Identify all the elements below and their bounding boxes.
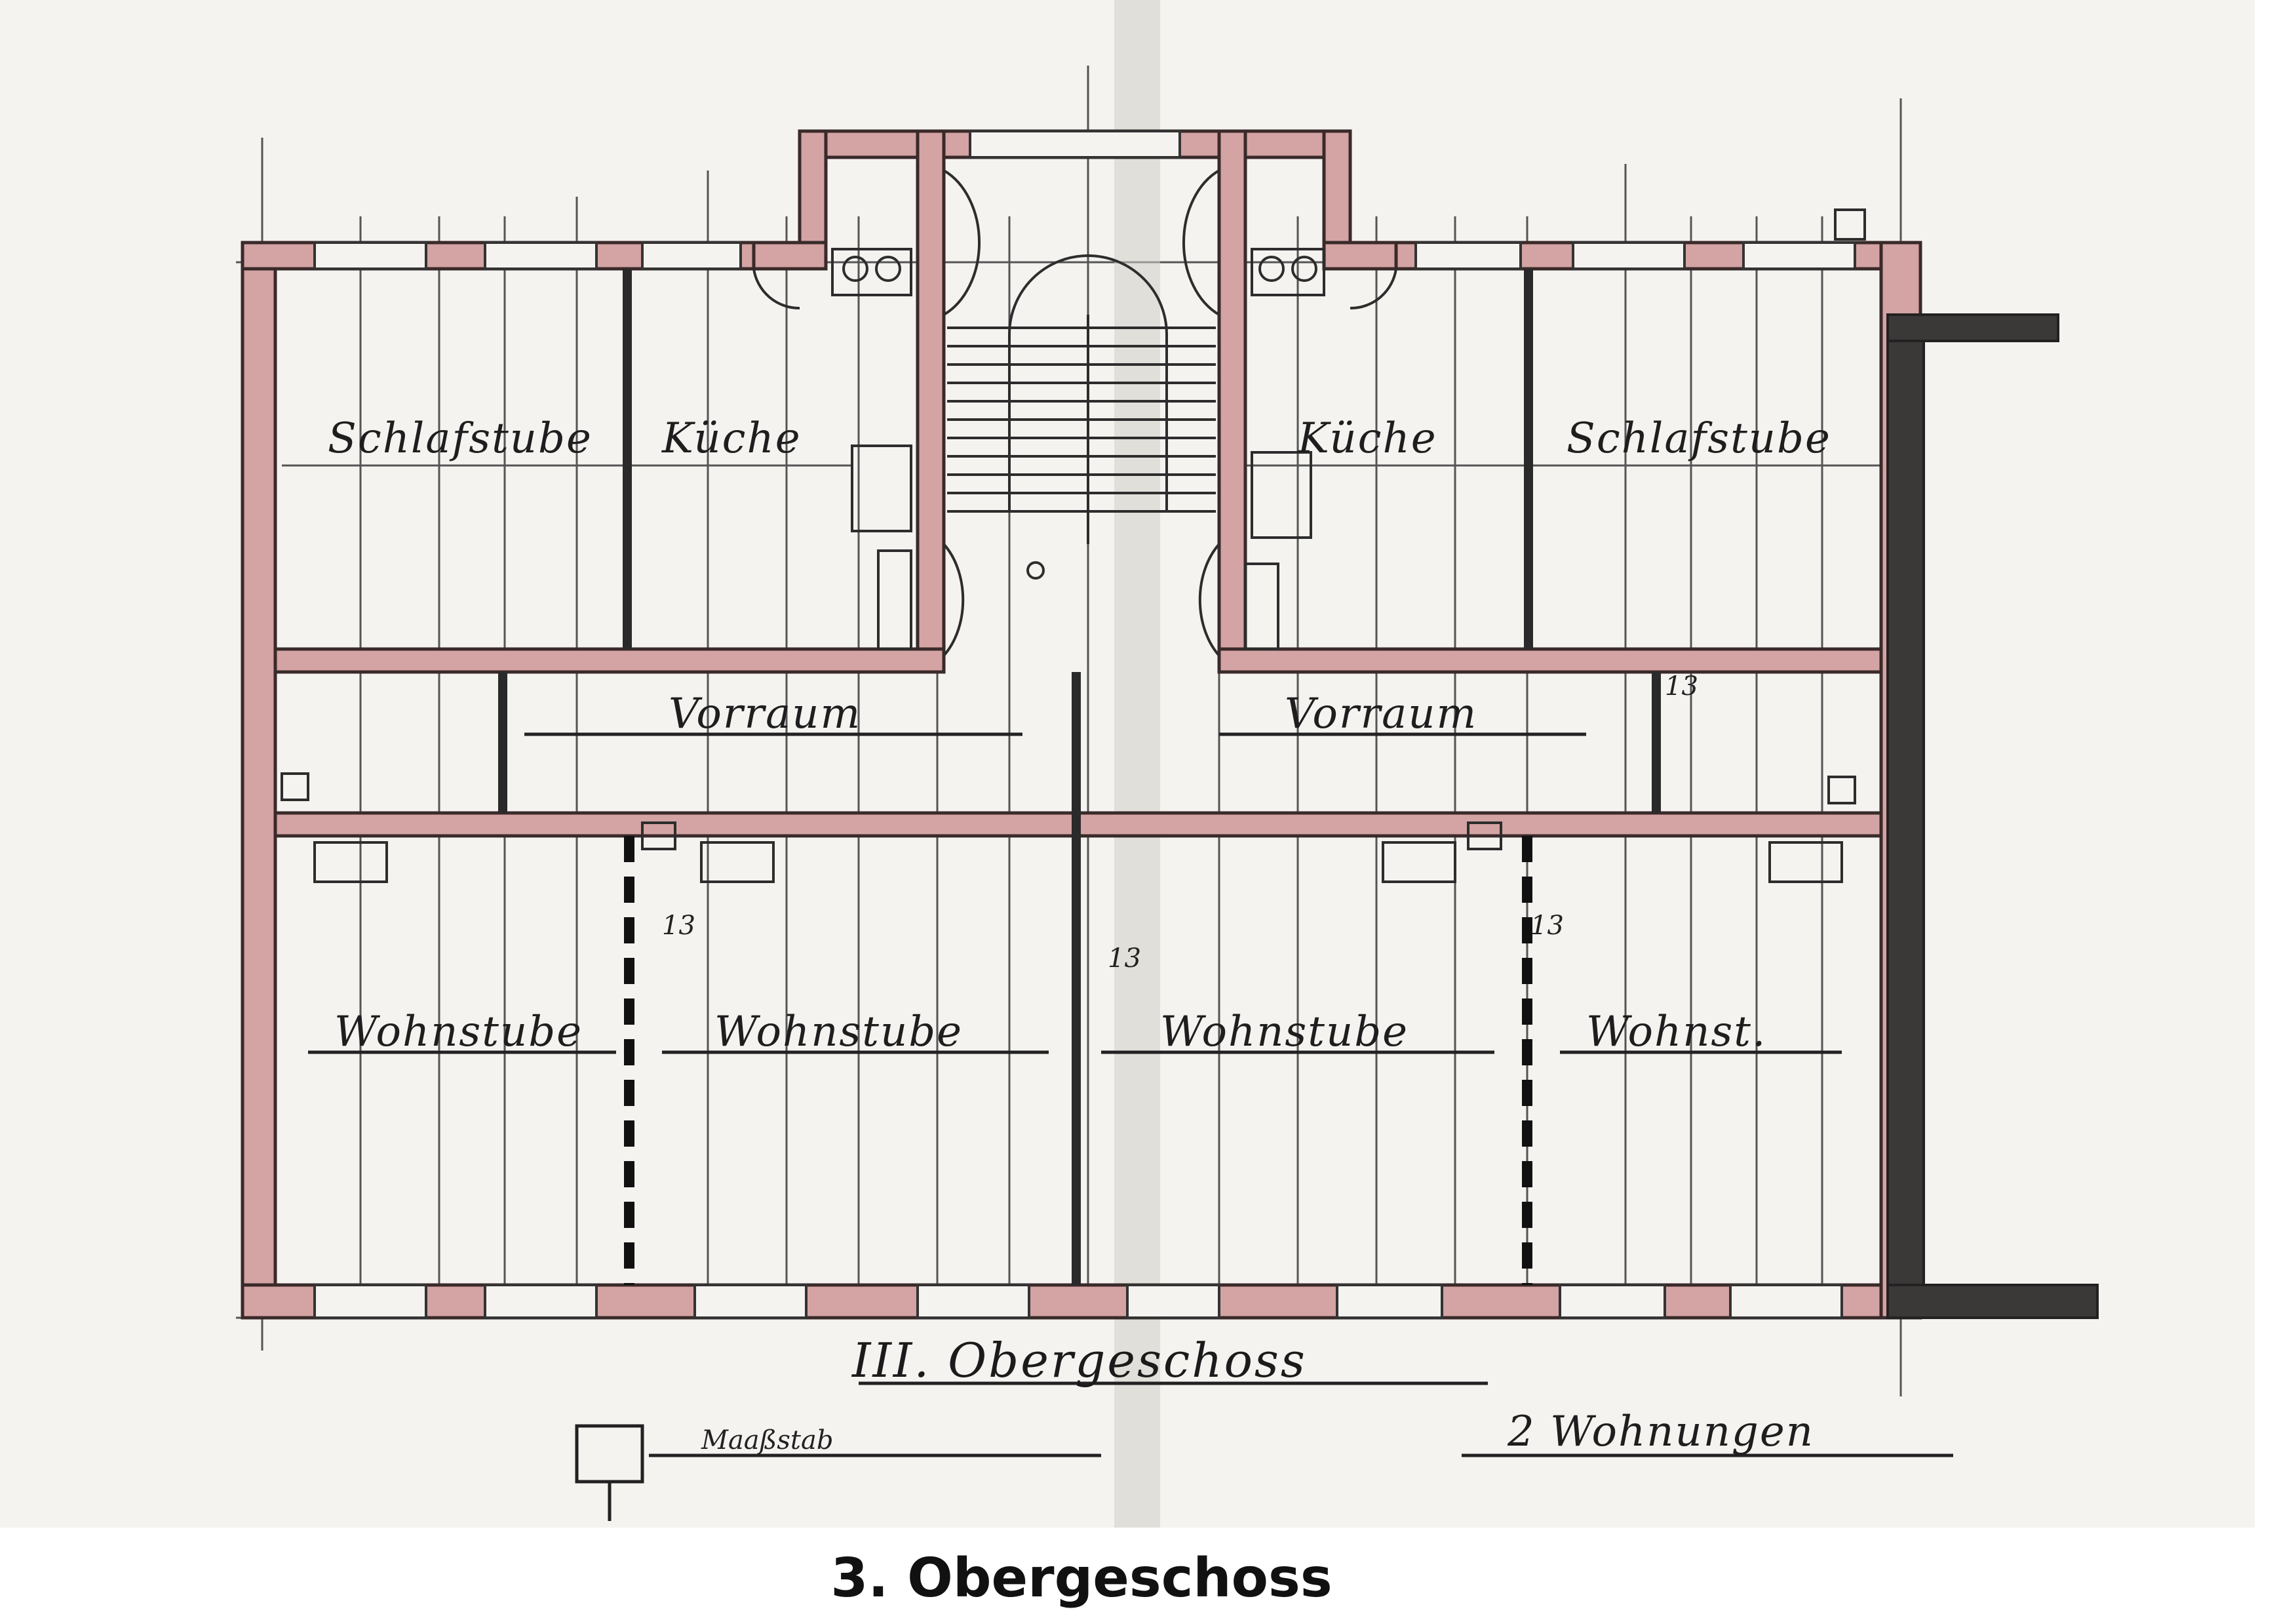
dimension-label: 13 xyxy=(1108,943,1141,974)
room-label-wohnst-4: Wohnst. xyxy=(1586,1008,1766,1056)
room-label-schlafstube-left: Schlafstube xyxy=(328,414,593,463)
doors xyxy=(752,169,1397,657)
staircase xyxy=(947,254,1216,580)
room-label-wohnstube-2: Wohnstube xyxy=(714,1008,963,1056)
floor-title: III. Obergeschoss xyxy=(851,1333,1307,1388)
dimension-label: 13 xyxy=(662,911,695,941)
dimension-lines xyxy=(308,732,1953,1457)
room-label-kueche-left: Küche xyxy=(661,414,802,463)
room-label-schlafstube-right: Schlafstube xyxy=(1566,414,1831,463)
paper-fold xyxy=(1114,0,1160,1528)
dimension-label: 13 xyxy=(1665,671,1698,701)
scale-note: Maaßstab xyxy=(701,1425,833,1455)
room-label-vorraum-left: Vorraum xyxy=(669,690,861,738)
apartments-note: 2 Wohnungen xyxy=(1507,1408,1814,1456)
scale-box xyxy=(575,1424,644,1484)
page-caption: 3. Obergeschoss xyxy=(830,1547,1333,1610)
windows xyxy=(313,130,1856,1319)
room-label-kueche-right: Küche xyxy=(1297,414,1437,463)
dimension-label: 13 xyxy=(1530,911,1564,941)
room-label-vorraum-right: Vorraum xyxy=(1285,690,1477,738)
walls xyxy=(241,129,2099,1320)
room-label-wohnstube-3: Wohnstube xyxy=(1160,1008,1409,1056)
room-label-wohnstube-1: Wohnstube xyxy=(334,1008,583,1056)
fixtures xyxy=(281,208,1866,883)
